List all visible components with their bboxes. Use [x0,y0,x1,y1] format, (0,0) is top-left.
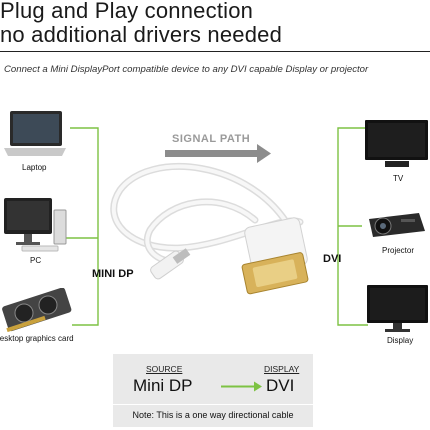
headline-divider [0,51,430,52]
monitor-icon [365,283,430,340]
tv-label: TV [393,174,404,183]
display-label: Display [387,336,414,345]
laptop-label: Laptop [22,163,47,172]
dvi-label: DVI [323,253,342,265]
subtitle: Connect a Mini DisplayPort compatible de… [4,64,369,75]
dvi-plug-icon [241,217,309,295]
tv-icon [363,118,430,175]
headline: Plug and Play connection no additional d… [0,0,282,46]
laptop-icon [2,108,68,167]
desktop-pc-icon [2,196,72,261]
left-bracket-line [70,127,99,326]
pc-label: PC [30,256,42,265]
graphics-card-label: Desktop graphics card [0,334,74,343]
direction-arrow-icon [221,381,262,392]
display-key: DISPLAY [264,364,300,374]
mini-dp-plug-icon [150,248,191,280]
headline-line-2: no additional drivers needed [0,22,283,47]
source-value: Mini DP [133,376,193,395]
box-divider [113,404,313,405]
signal-path-label: SIGNAL PATH [172,133,251,145]
headline-line-1: Plug and Play connection [0,0,254,23]
one-way-note: Note: This is a one way directional cabl… [132,410,294,420]
source-key: SOURCE [146,364,183,374]
cable-illustration [110,163,309,295]
mini-dp-label: MINI DP [92,268,134,280]
signal-arrow-icon [165,144,271,163]
projector-label: Projector [382,246,415,255]
display-value: DVI [266,376,295,395]
graphics-card-icon [2,287,74,337]
projector-icon [363,205,429,250]
direction-info-box: SOURCE Mini DP DISPLAY DVI Note: This is… [113,354,313,427]
